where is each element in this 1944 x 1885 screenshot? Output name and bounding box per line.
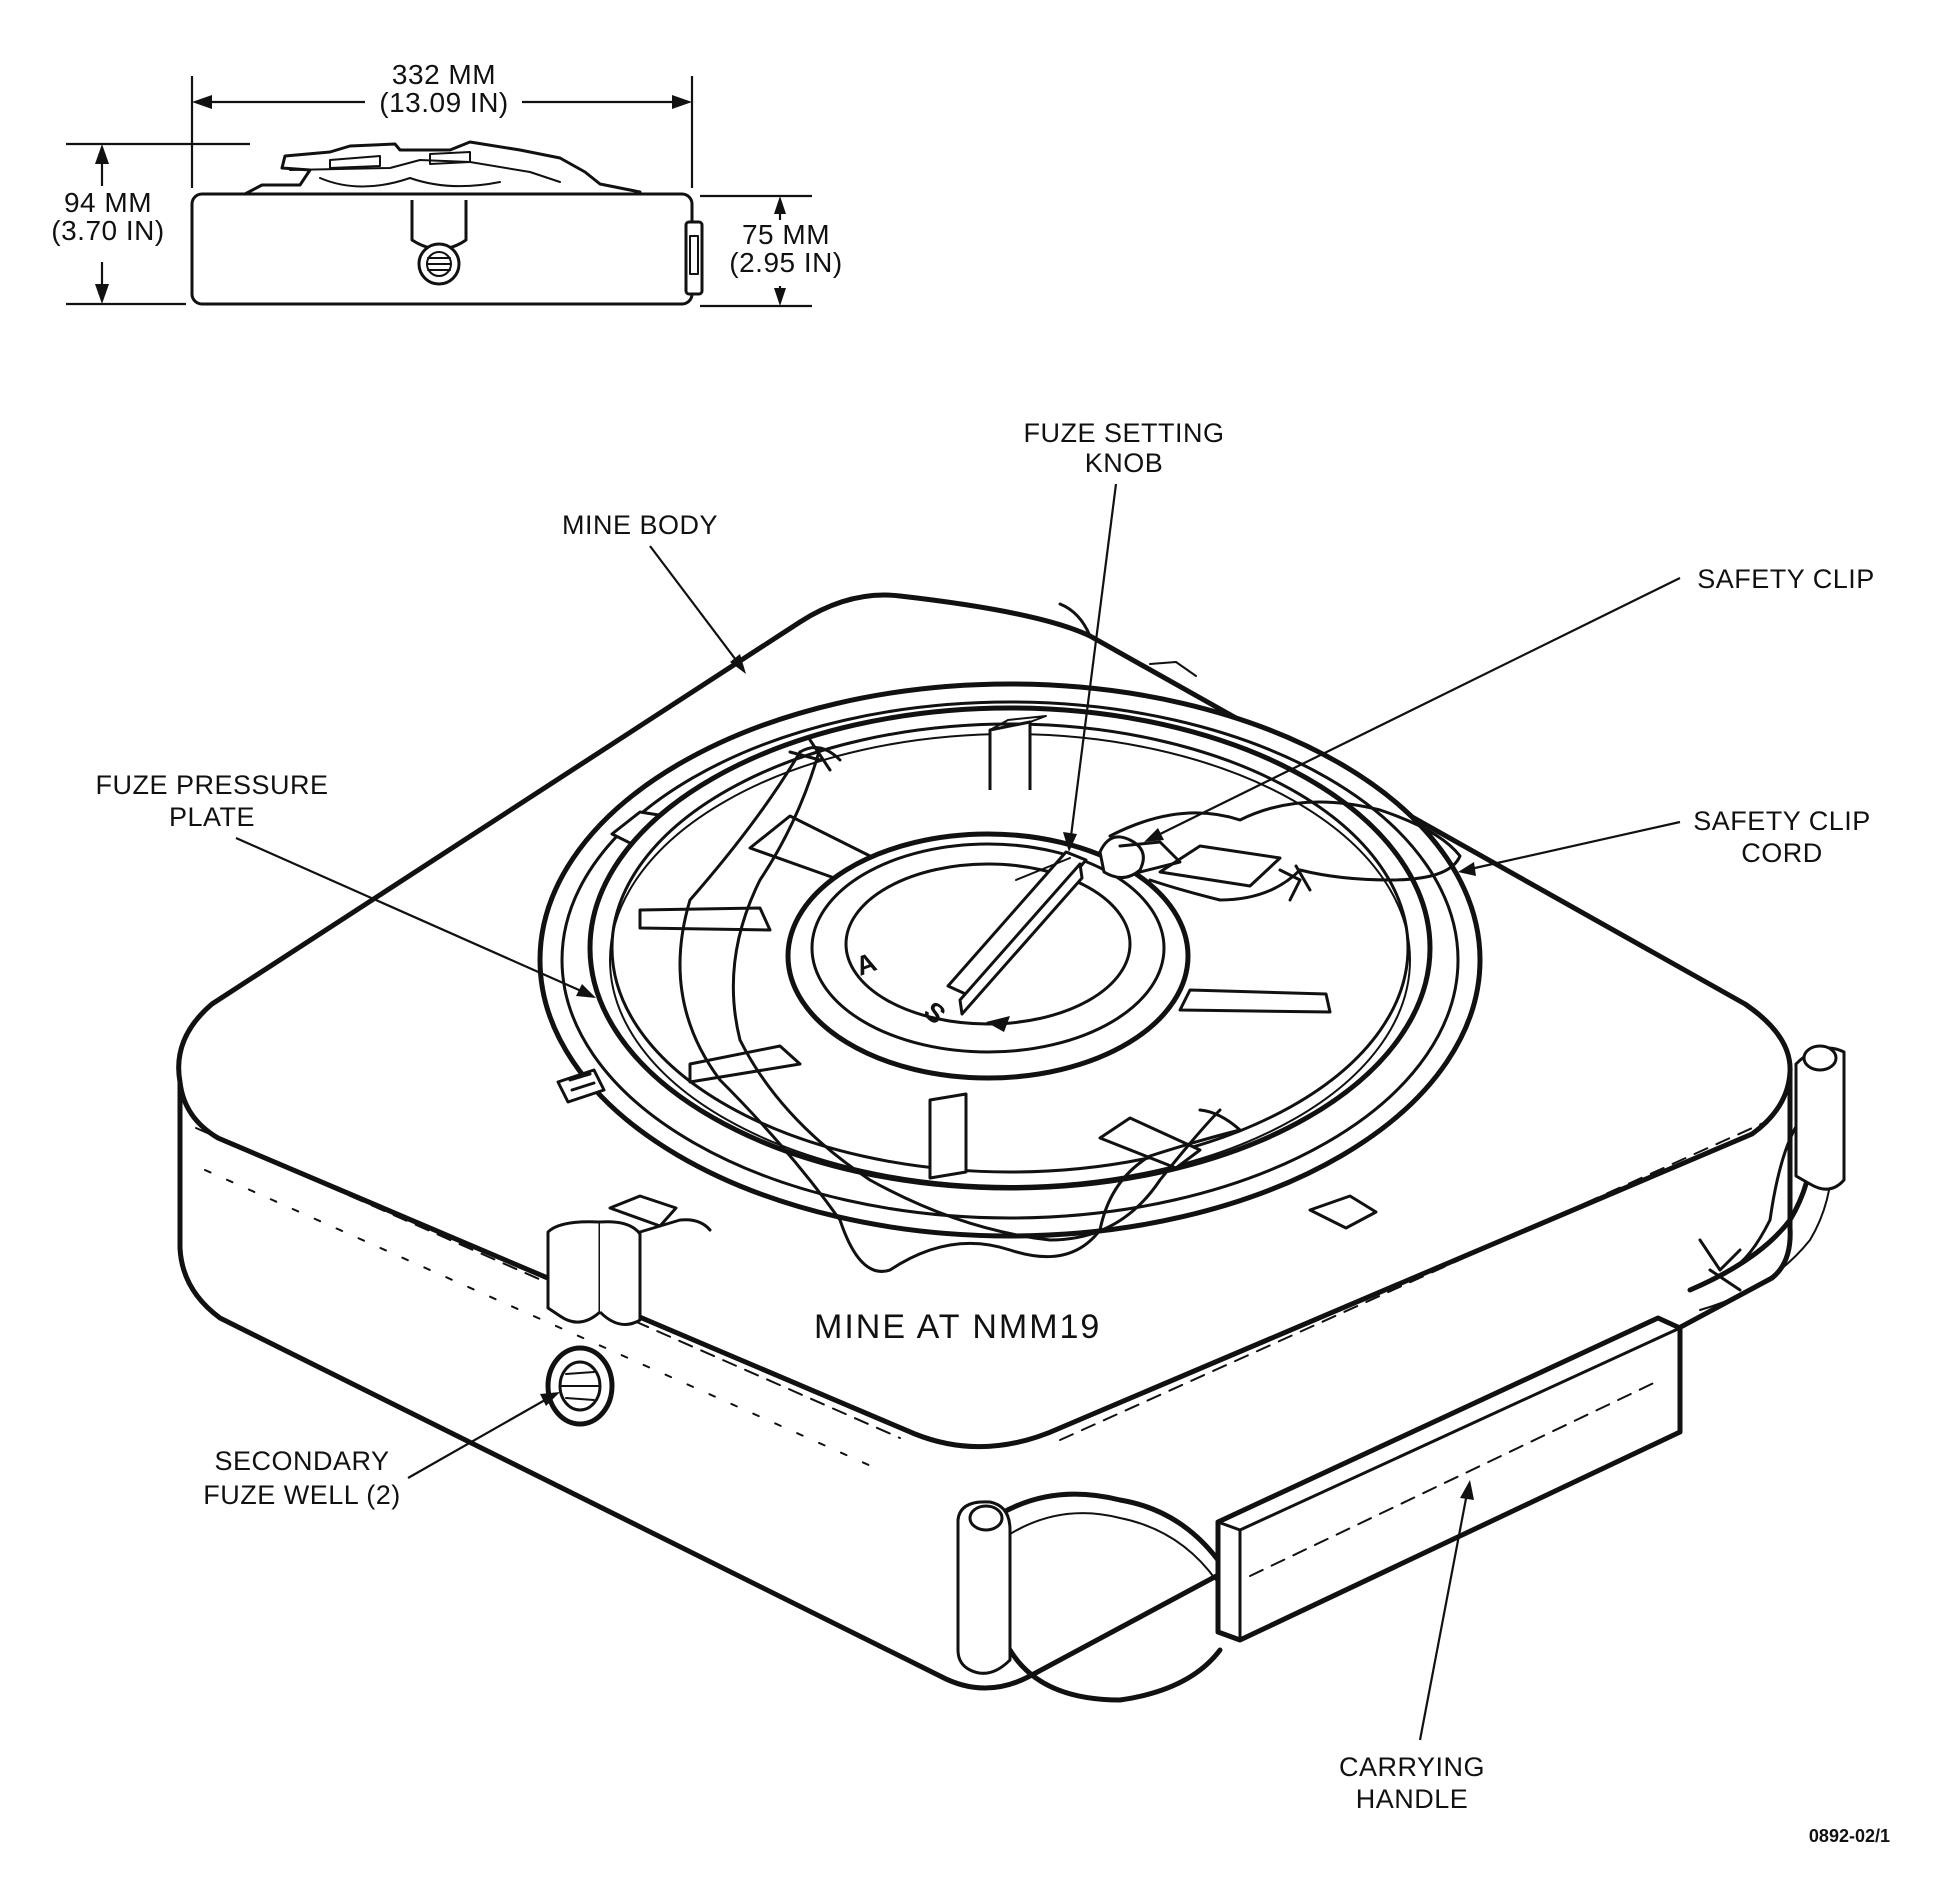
width-mm-text: 332 MM xyxy=(392,59,496,90)
height-body-mm-text: 75 MM xyxy=(742,219,830,250)
fuze-setting-knob xyxy=(946,850,1088,1016)
label-safety-clip: SAFETY CLIP xyxy=(1697,564,1875,594)
height-total-mm-text: 94 MM xyxy=(64,187,152,218)
label-fuze-setting-knob-line2: KNOB xyxy=(1085,448,1164,478)
label-secondary-fuze-well-line2: FUZE WELL (2) xyxy=(203,1480,401,1510)
label-fuze-setting-knob-line1: FUZE SETTING xyxy=(1024,418,1225,448)
label-safety-clip-cord-line2: CORD xyxy=(1741,838,1823,868)
side-view xyxy=(190,140,704,306)
figure-id: 0892-02/1 xyxy=(1809,1826,1890,1846)
dimension-lines xyxy=(66,76,812,308)
label-safety-clip-cord-line1: SAFETY CLIP xyxy=(1693,806,1871,836)
label-carrying-handle-line1: CARRYING xyxy=(1339,1752,1485,1782)
label-fuze-pressure-plate-line2: PLATE xyxy=(169,802,255,832)
label-secondary-fuze-well-line1: SECONDARY xyxy=(214,1446,389,1476)
label-mine-body: MINE BODY xyxy=(562,510,718,540)
height-total-in-text: (3.70 IN) xyxy=(51,215,164,246)
secondary-fuze-well xyxy=(545,1218,712,1427)
label-carrying-handle-line2: HANDLE xyxy=(1356,1784,1469,1814)
callout-leaders xyxy=(235,483,1681,1741)
safety-clip-cord xyxy=(678,738,1462,1273)
label-fuze-pressure-plate-line1: FUZE PRESSURE xyxy=(95,770,328,800)
dial-pointer-mark xyxy=(986,1016,1010,1032)
carrying-handle xyxy=(956,1044,1846,1703)
fuze-spokes xyxy=(638,715,1332,1180)
height-body-in-text: (2.95 IN) xyxy=(729,247,842,278)
width-in-text: (13.09 IN) xyxy=(379,87,509,118)
body-marking-text: MINE AT NMM19 xyxy=(814,1308,1101,1346)
